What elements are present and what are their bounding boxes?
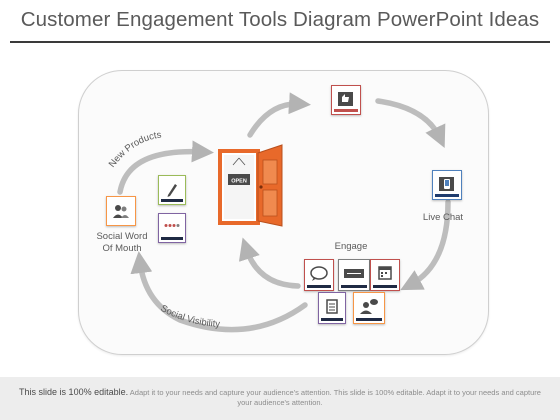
footer-body: Adapt it to your needs and capture your … [129,388,541,407]
tile-caption-bar [321,318,343,321]
label-engage: Engage [334,241,368,252]
tile-caption-bar [341,285,367,288]
footer-text: This slide is 100% editable. Adapt it to… [12,387,548,408]
slide-title: Customer Engagement Tools Diagram PowerP… [20,8,540,31]
tile-caption-bar [307,285,331,288]
label-live-chat: Live Chat [422,212,464,223]
tile-caption-bar [334,109,358,112]
title-underline [10,41,550,43]
tile-caption-bar [161,237,183,240]
tile-engage-chat [304,259,334,291]
chat-bubble-icon [310,266,328,281]
tile-live-chat [432,170,462,200]
arrow-engage-to-door [238,237,301,289]
tile-engage-sign [338,259,370,291]
tile-engage-people [353,292,385,324]
tile-engage-list [318,292,346,324]
dots-icon [162,222,182,229]
tile-thumbs-up [331,85,361,115]
tile-dots [158,213,186,243]
tile-social-word [106,196,136,226]
label-social-word-of-mouth: Social Word Of Mouth [84,231,160,255]
sign-icon [344,269,364,278]
arrow-to-top [247,92,311,138]
footer-lead: This slide is 100% editable. [19,387,129,397]
tile-caption-bar [373,285,397,288]
tile-caption-bar [161,199,183,202]
arrow-top-to-chat [375,98,446,148]
door-sign-text: OPEN [231,179,247,185]
tile-engage-calendar [370,259,400,291]
people-chat-icon [360,299,378,314]
arrow-new-products [117,140,214,195]
phone-icon [439,177,454,191]
tile-pencil [158,175,186,205]
list-icon [326,299,338,314]
label-social-word-line1: Social Word [96,231,148,242]
arrow-chat-to-engage [400,199,451,291]
calendar-icon [378,266,392,280]
open-door-icon [218,144,283,227]
tile-caption-bar [435,194,459,197]
arrow-social-visibility [130,251,308,333]
thumbs-up-icon [338,92,353,106]
pencil-icon [167,184,177,197]
tile-caption-bar [356,318,382,321]
label-social-word-line2: Of Mouth [102,243,142,254]
people-icon [113,205,129,218]
footer-bar [0,377,560,420]
